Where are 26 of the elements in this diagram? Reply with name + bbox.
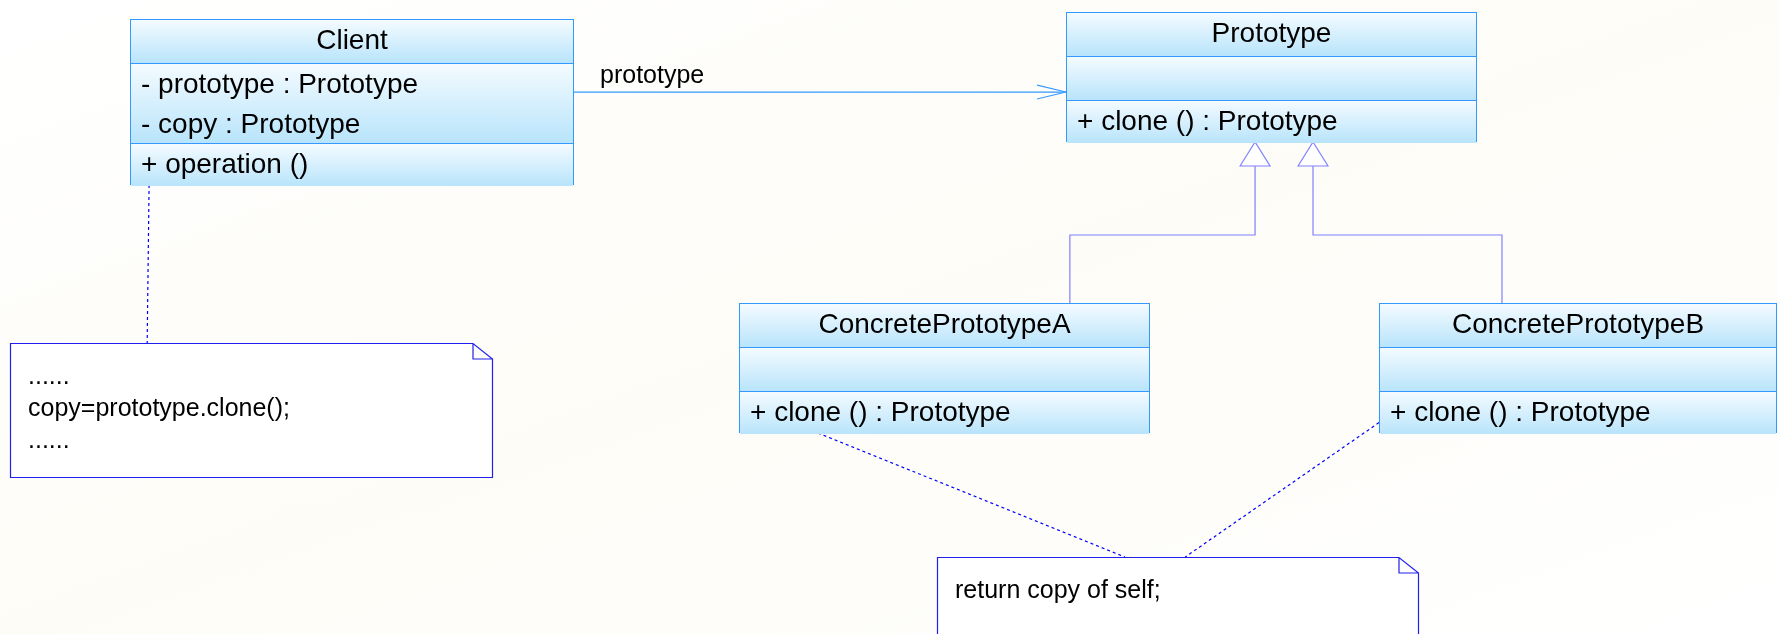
class-box [1379, 303, 1777, 433]
operation: + clone () : Prototype [750, 395, 1011, 429]
operation: + clone () : Prototype [1390, 395, 1651, 429]
generalization-arrow [1297, 141, 1503, 304]
operation: + operation () [141, 147, 309, 181]
association-arrow [573, 84, 1067, 100]
note-box [10, 343, 493, 478]
class-name: Prototype [1211, 16, 1332, 50]
note-text: ...... [28, 424, 70, 455]
edge-label: prototype [600, 60, 705, 89]
class-name: ConcretePrototypeB [1451, 307, 1705, 341]
class-name: Client [316, 23, 388, 57]
class-name: ConcretePrototypeA [818, 307, 1071, 341]
note-text: ...... [28, 360, 70, 391]
generalization-arrow [1069, 141, 1271, 304]
note-text: copy=prototype.clone(); [28, 392, 290, 423]
note-connector [1184, 422, 1380, 558]
operation: + clone () : Prototype [1077, 104, 1338, 138]
note-connector [146, 184, 150, 344]
attribute: - prototype : Prototype [141, 67, 419, 101]
class-box [130, 19, 574, 185]
note-text: return copy of self; [955, 574, 1161, 605]
note-box [937, 557, 1419, 634]
class-box [1066, 12, 1477, 142]
attribute: - copy : Prototype [141, 107, 361, 141]
class-box [739, 303, 1150, 433]
